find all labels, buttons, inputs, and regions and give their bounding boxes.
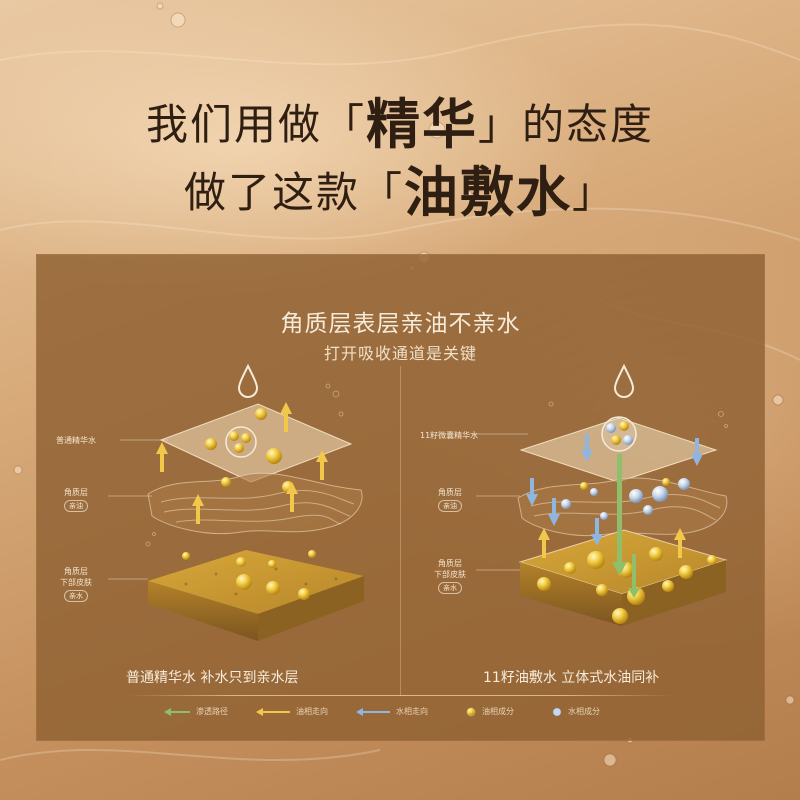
right-label-stratum: 角质层 亲油: [438, 487, 462, 512]
left-label-essence: 普通精华水: [56, 436, 96, 445]
left-label-dermis: 角质层 下部皮肤 亲水: [60, 566, 92, 602]
legend-oil-direction: 油相走向: [256, 706, 328, 717]
right-stratum-layer: [517, 477, 728, 537]
left-hydrophilic-tag: 亲水: [64, 590, 88, 602]
right-water-particles: [561, 478, 690, 520]
water-dot-icon: [552, 707, 562, 716]
right-drop-icon: [613, 363, 635, 398]
legend-penetration-label: 渗透路径: [196, 707, 228, 716]
legend-oil-component: 油相成分: [466, 706, 514, 717]
left-dermis-side: [148, 581, 258, 641]
headline-2-emphasis: 油敷水: [404, 160, 572, 224]
comparison-panel: 角质层表层亲油不亲水 打开吸收通道是关键: [36, 254, 765, 741]
caption-underline: [128, 695, 673, 696]
right-label-dermis-line2: 下部皮肤: [434, 570, 466, 579]
headline-1-post: 」的态度: [478, 100, 655, 149]
left-dermis-front: [258, 576, 364, 641]
legend-water-component: 水相成分: [552, 706, 600, 717]
legend-oil-direction-label: 油相走向: [296, 707, 328, 716]
headline-1-pre: 我们用做「: [145, 100, 366, 149]
left-oil-arrows: [156, 402, 328, 524]
left-drop-icon: [237, 363, 259, 398]
yellow-arrow-icon: [256, 707, 290, 716]
right-microcapsule: [601, 416, 637, 452]
decorative-bubbles: [145, 383, 728, 547]
left-label-dermis-line1: 角质层: [64, 567, 88, 576]
right-water-arrows: [526, 434, 703, 546]
legend-oil-component-label: 油相成分: [482, 707, 514, 716]
right-essence-layer: [519, 417, 718, 483]
right-diagram: [517, 363, 728, 626]
right-oil-arrows: [538, 528, 686, 558]
headline-line-1: 我们用做「精华」的态度: [0, 80, 800, 159]
headline-line-2: 做了这款「油敷水」: [0, 148, 800, 227]
right-oil-particles: [537, 547, 717, 624]
legend: 渗透路径 油相走向 水相走向 油相成分 水相成分: [36, 706, 765, 726]
right-label-stratum-text: 角质层: [438, 488, 462, 497]
left-caption: 普通精华水 补水只到亲水层: [126, 670, 299, 686]
left-label-dermis-line2: 下部皮肤: [60, 578, 92, 587]
headline-1-emphasis: 精华: [366, 92, 478, 156]
left-diagram: [147, 363, 364, 641]
panel-divider: [400, 366, 401, 696]
layer-diagrams: [108, 363, 728, 641]
left-lipophilic-tag: 亲油: [64, 500, 88, 512]
panel-subtitle: 打开吸收通道是关键: [323, 344, 477, 363]
right-hydrophilic-tag: 亲水: [438, 582, 462, 594]
left-stratum-layer: [147, 472, 363, 535]
left-dermis-top: [148, 550, 364, 614]
right-dermis-front: [622, 560, 726, 626]
legend-penetration: 渗透路径: [164, 706, 228, 717]
legend-water-direction-label: 水相走向: [396, 707, 428, 716]
panel-title: 角质层表层亲油不亲水: [280, 311, 521, 337]
left-label-stratum-text: 角质层: [64, 488, 88, 497]
headline-2-post: 」: [572, 168, 617, 217]
headline-2-pre: 做了这款「: [183, 168, 404, 217]
blue-arrow-icon: [356, 707, 390, 716]
green-arrow-icon: [164, 707, 190, 716]
left-oil-particles: [182, 408, 316, 600]
right-label-dermis: 角质层 下部皮肤 亲水: [434, 558, 466, 594]
legend-water-component-label: 水相成分: [568, 707, 600, 716]
right-label-dermis-line1: 角质层: [438, 559, 462, 568]
oil-dot-icon: [466, 707, 476, 716]
left-label-stratum: 角质层 亲油: [64, 487, 88, 512]
right-penetration-arrow: [612, 454, 640, 598]
legend-water-direction: 水相走向: [356, 706, 428, 717]
label-leader-lines: [108, 433, 528, 580]
right-caption: 11籽油敷水 立体式水油同补: [483, 670, 660, 686]
right-lipophilic-tag: 亲油: [438, 500, 462, 512]
right-label-essence: 11籽微囊精华水: [420, 431, 479, 440]
